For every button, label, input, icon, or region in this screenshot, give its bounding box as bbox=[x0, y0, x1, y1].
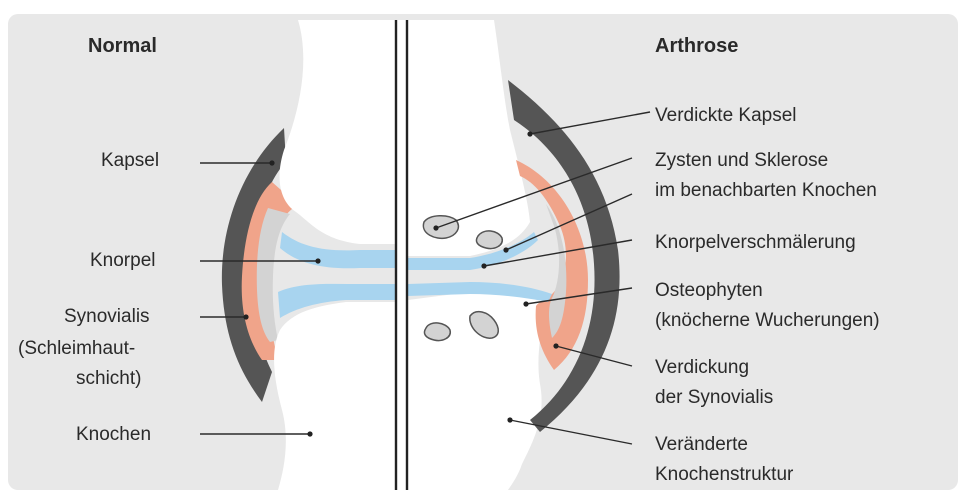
label-synovialis-1: Synovialis bbox=[64, 306, 150, 327]
point-osteophyten bbox=[523, 301, 528, 306]
point-knorpelverschmaelerung bbox=[481, 263, 486, 268]
cyst-1 bbox=[423, 216, 458, 239]
label-knochen: Knochen bbox=[76, 424, 151, 445]
point-synovialis bbox=[243, 314, 248, 319]
normal-lower-bone bbox=[274, 302, 395, 490]
label-synovialis-2: (Schleimhaut- bbox=[18, 338, 135, 359]
point-knorpel bbox=[315, 258, 320, 263]
label-verdickung-1: Verdickung bbox=[655, 357, 749, 378]
point-verdickung bbox=[553, 343, 558, 348]
point-knochen bbox=[307, 431, 312, 436]
label-knorpelverschmaelerung: Knorpelverschmälerung bbox=[655, 232, 856, 253]
point-veraenderte bbox=[507, 417, 512, 422]
normal-title: Normal bbox=[88, 35, 157, 57]
point-zysten bbox=[433, 225, 438, 230]
point-verdickte-kapsel bbox=[527, 131, 532, 136]
point-kapsel bbox=[269, 160, 274, 165]
label-synovialis-3: schicht) bbox=[76, 368, 141, 389]
label-verdickte-kapsel: Verdickte Kapsel bbox=[655, 105, 797, 126]
label-kapsel: Kapsel bbox=[101, 150, 159, 171]
label-zysten-2: im benachbarten Knochen bbox=[655, 180, 877, 201]
label-knorpel: Knorpel bbox=[90, 250, 156, 271]
cyst-2 bbox=[476, 231, 502, 249]
label-verdickung-2: der Synovialis bbox=[655, 387, 773, 408]
cyst-3 bbox=[424, 323, 450, 341]
label-veraenderte-1: Veränderte bbox=[655, 434, 748, 455]
arthrose-title: Arthrose bbox=[655, 35, 738, 57]
label-zysten-1: Zysten und Sklerose bbox=[655, 150, 828, 171]
label-osteophyten-1: Osteophyten bbox=[655, 280, 763, 301]
label-osteophyten-2: (knöcherne Wucherungen) bbox=[655, 310, 880, 331]
label-veraenderte-2: Knochenstruktur bbox=[655, 464, 794, 485]
point-sklerose bbox=[503, 247, 508, 252]
